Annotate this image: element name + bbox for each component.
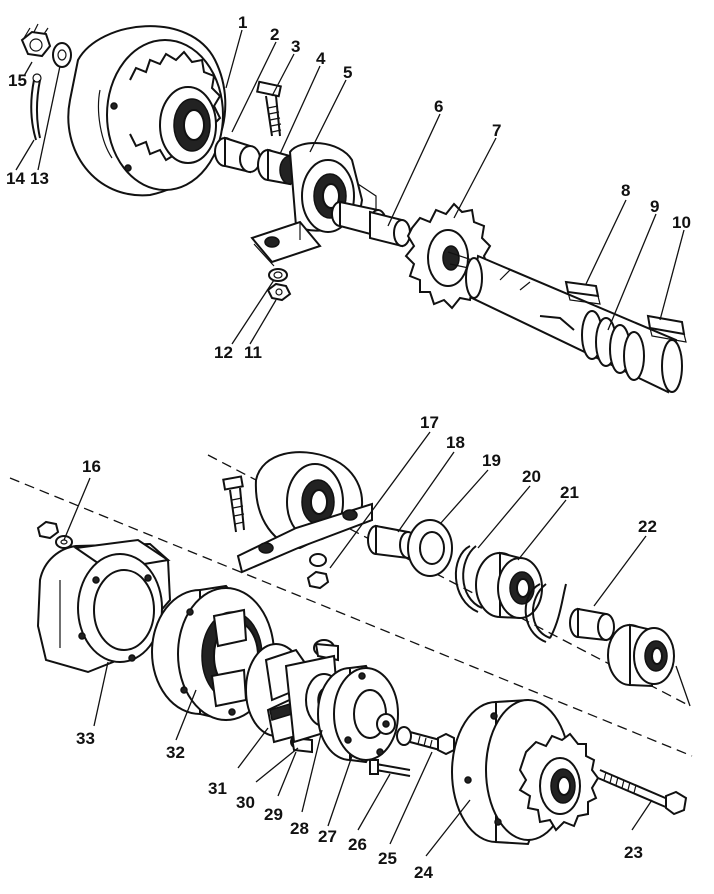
bearing-bushing bbox=[569, 607, 615, 642]
castle-nut bbox=[20, 23, 52, 58]
part-label-26: 26 bbox=[348, 835, 367, 854]
spacer-tube bbox=[331, 200, 411, 248]
retaining-plate bbox=[317, 664, 399, 764]
bottom-assembly bbox=[9, 451, 693, 846]
top-assembly bbox=[20, 23, 687, 394]
part-label-23: 23 bbox=[624, 843, 643, 862]
part-label-27: 27 bbox=[318, 827, 337, 846]
spacer-sleeve bbox=[214, 136, 261, 174]
part-label-15: 15 bbox=[8, 71, 27, 90]
part-label-20: 20 bbox=[522, 467, 541, 486]
part-label-18: 18 bbox=[446, 433, 465, 452]
part-label-16: 16 bbox=[82, 457, 101, 476]
cap-screw bbox=[369, 759, 411, 777]
hex-nut bbox=[266, 282, 292, 302]
part-label-30: 30 bbox=[236, 793, 255, 812]
ball-bearing bbox=[475, 551, 543, 620]
leader-lines bbox=[15, 29, 685, 857]
part-number-labels: 1 2 3 4 5 6 7 8 9 10 11 12 13 14 15 16 1… bbox=[6, 13, 691, 882]
shaft-key-2 bbox=[646, 314, 687, 343]
guard-nut bbox=[36, 520, 73, 549]
outer-bearing bbox=[607, 623, 675, 688]
part-label-12: 12 bbox=[214, 343, 233, 362]
part-label-13: 13 bbox=[30, 169, 49, 188]
washer bbox=[52, 42, 72, 68]
part-label-21: 21 bbox=[560, 483, 579, 502]
part-label-8: 8 bbox=[621, 181, 630, 200]
part-label-2: 2 bbox=[270, 25, 279, 44]
part-label-1: 1 bbox=[238, 13, 247, 32]
circlip-outer bbox=[524, 583, 567, 643]
part-label-17: 17 bbox=[420, 413, 439, 432]
bolt bbox=[256, 80, 282, 137]
main-shaft bbox=[447, 251, 683, 394]
oil-seal bbox=[407, 519, 453, 577]
part-label-11: 11 bbox=[244, 343, 262, 362]
part-label-31: 31 bbox=[208, 779, 227, 798]
part-label-29: 29 bbox=[264, 805, 283, 824]
clutch-housing bbox=[36, 538, 172, 674]
lock-washer bbox=[268, 268, 288, 282]
part-label-5: 5 bbox=[343, 63, 352, 82]
long-bolt bbox=[597, 769, 688, 816]
part-label-32: 32 bbox=[166, 743, 185, 762]
part-label-3: 3 bbox=[291, 37, 300, 56]
part-label-6: 6 bbox=[434, 97, 443, 116]
assembly-axis-line bbox=[9, 477, 693, 757]
part-label-14: 14 bbox=[6, 169, 25, 188]
part-label-4: 4 bbox=[316, 49, 326, 68]
part-label-9: 9 bbox=[650, 197, 659, 216]
hex-bolt bbox=[396, 726, 455, 756]
part-label-33: 33 bbox=[76, 729, 95, 748]
part-label-19: 19 bbox=[482, 451, 501, 470]
part-label-28: 28 bbox=[290, 819, 309, 838]
pillow-nut bbox=[306, 553, 330, 590]
part-label-7: 7 bbox=[492, 121, 501, 140]
flat-washer bbox=[376, 713, 396, 735]
clutch-drum bbox=[67, 25, 227, 197]
cotter-pin bbox=[30, 73, 42, 141]
pillow-bolt bbox=[222, 475, 245, 533]
circlip bbox=[455, 545, 483, 613]
sprocket-flange bbox=[451, 698, 600, 846]
part-label-25: 25 bbox=[378, 849, 397, 868]
shaft-key bbox=[564, 280, 601, 305]
part-label-10: 10 bbox=[672, 213, 691, 232]
part-label-24: 24 bbox=[414, 863, 433, 882]
part-label-22: 22 bbox=[638, 517, 657, 536]
pillow-block-housing bbox=[236, 451, 373, 574]
